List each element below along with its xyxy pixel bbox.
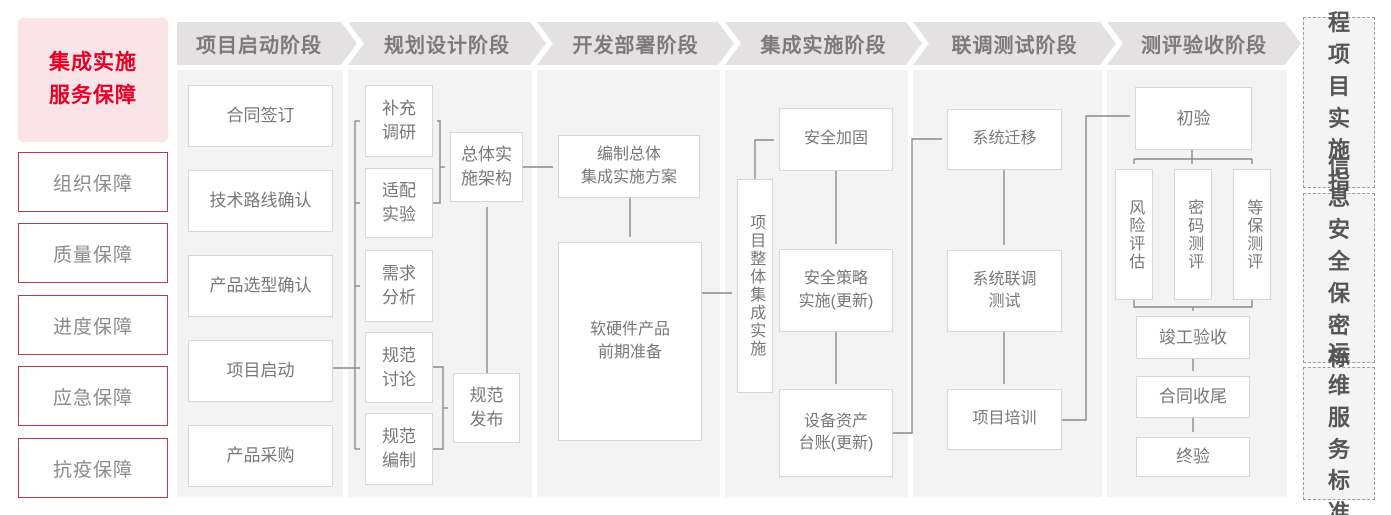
node-crypto-evaluation: 密码测评 [1174,169,1212,300]
node-adaptation-test: 适配 实验 [365,168,433,238]
node-contract-closure: 合同收尾 [1136,376,1250,418]
connector [1133,300,1253,308]
node-project-training: 项目培训 [947,389,1062,450]
node-contract-sign: 合同签订 [188,85,333,147]
guarantee-item-schedule: 进度保障 [18,295,168,355]
diagram-title: 集成实施 服务保障 [18,18,168,142]
guarantee-item-organization: 组织保障 [18,152,168,212]
node-product-procurement: 产品采购 [188,425,333,487]
node-overall-architecture: 总体实 施架构 [450,132,523,202]
node-spec-drafting: 规范 编制 [365,413,433,485]
node-spec-release: 规范 发布 [453,373,520,443]
guarantee-item-quality: 质量保障 [18,223,168,283]
standard-ops-service: 运维 服务 标准 [1303,341,1375,515]
node-completion-acceptance: 竣工验收 [1136,316,1250,359]
node-risk-assessment: 风险评估 [1115,169,1153,300]
connector [893,138,942,434]
node-asset-ledger: 设备资产 台账(更新) [779,389,893,477]
connector [433,366,444,408]
node-security-hardening: 安全加固 [779,108,893,171]
connector [1062,115,1130,421]
node-security-policy: 安全策略 实施(更新) [779,249,893,332]
node-final-acceptance: 终验 [1136,437,1250,477]
phase-header-dev-deploy: 开发部署阶段 [537,22,734,65]
connector [433,408,444,450]
guarantee-item-emergency: 应急保障 [18,366,168,426]
connector [433,120,441,204]
phase-header-integration: 集成实施阶段 [725,22,922,65]
connector [754,139,774,179]
phase-header-joint-test: 联调测试阶段 [913,22,1116,65]
node-overall-plan: 编制总体 集成实施方案 [558,135,700,198]
standard-security-confidentiality: 信息 安全 保密 标准 [1303,153,1375,402]
node-joint-testing: 系统联调 测试 [947,250,1062,332]
node-supplementary-research: 补充 调研 [365,85,433,157]
phase-header-planning-design: 规划设计阶段 [348,22,546,65]
node-spec-discussion: 规范 讨论 [365,332,433,403]
node-project-kickoff: 项目启动 [188,340,333,402]
node-tech-route: 技术路线确认 [188,170,333,232]
phase-header-project-start: 项目启动阶段 [177,22,357,65]
node-initial-acceptance: 初验 [1135,87,1252,150]
guarantee-item-epidemic: 抗疫保障 [18,438,168,498]
node-requirement-analysis: 需求 分析 [365,250,433,322]
standard-project-guide: 工程 项目 实施 指引 [1303,0,1375,226]
node-system-migration: 系统迁移 [947,109,1062,170]
node-product-preparation: 软硬件产品 前期准备 [558,242,702,441]
node-overall-integration: 项目整体集成实施 [737,179,773,393]
node-product-selection: 产品选型确认 [188,255,333,317]
node-classified-evaluation: 等保测评 [1233,169,1271,300]
phase-header-acceptance: 测评验收阶段 [1107,22,1301,65]
